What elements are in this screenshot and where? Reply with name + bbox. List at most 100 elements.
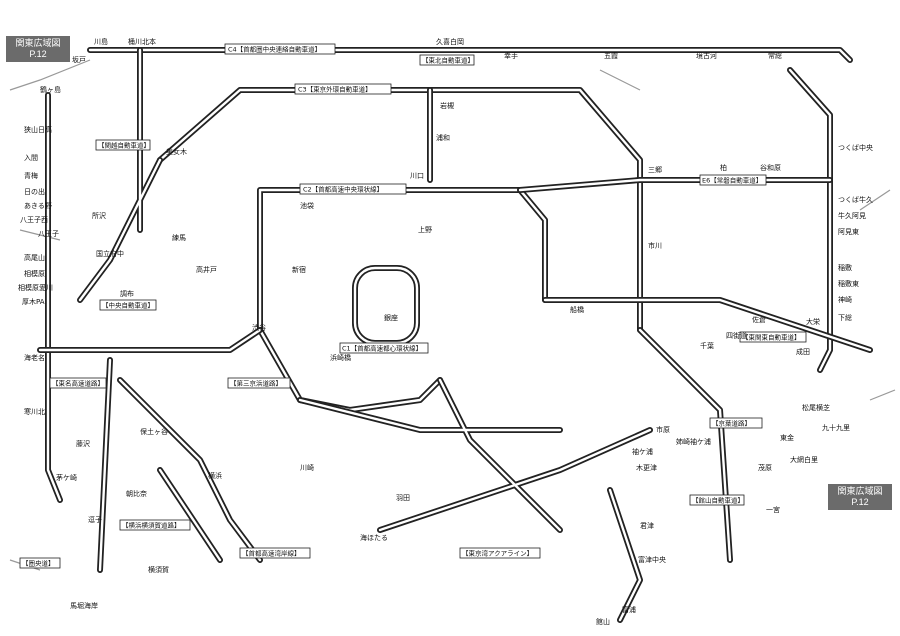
gaikan-ring-route[interactable] [157,87,643,333]
tag-ken-o: C4【首都圏中央連絡自動車道】 [228,45,321,54]
label-kujukuri: 九十九里 [822,423,850,432]
joban-route[interactable] [517,177,833,193]
label-okegawa: 桶川北本 [128,37,156,46]
label-ome: 青梅 [24,171,38,180]
tag-aqua: 【東京湾アクアライン】 [462,549,533,558]
label-funabashi: 船橋 [570,305,584,314]
label-tokorozawa: 所沢 [92,211,106,220]
label-kawaguchi: 川口 [410,172,424,180]
label-ichihara: 市原 [656,425,670,434]
label-hodogaya: 保土ヶ谷 [140,427,168,436]
label-ueno: 上野 [418,225,432,234]
c1-inner-ring-route[interactable] [352,265,420,346]
label-takaido: 高井戸 [196,265,217,274]
label-umihotaru: 海ほたる [360,533,388,542]
label-hachioji: 八王子 [38,230,59,238]
label-yachiyo: 谷和原 [760,163,781,172]
label-takaosan: 高尾山 [24,253,45,262]
label-kozaki: 神崎 [838,295,852,304]
label-nerima: 練馬 [172,233,186,242]
general-roads [9,59,896,571]
label-tsukuba-ushiku: つくば牛久 [838,195,873,204]
label-satte: 幸手 [504,51,518,60]
label-sagamihara: 相模原 [24,269,45,278]
label-fujisawa: 藤沢 [76,439,90,448]
label-kashiwa: 柏 [720,163,727,172]
label-ami-higashi: 阿見東 [838,227,859,236]
label-yokohama: 横浜 [208,471,222,480]
label-iwatsuki: 岩槻 [440,101,454,110]
ken-o-do-route[interactable] [45,47,853,503]
label-kawasaki: 川崎 [300,463,314,472]
label-anesaki: 姉崎袖ケ浦 [676,437,711,446]
label-chiba: 千葉 [700,341,714,350]
label-yokosuka: 横須賀 [148,565,169,574]
label-kisarazu: 木更津 [636,463,657,472]
label-zushi: 逗子 [88,515,102,524]
label-ebina: 海老名 [24,353,45,362]
label-bijogi: 美女木 [166,147,187,156]
label-kunitachi: 国立府中 [96,249,124,258]
tag-wangan: 【首都高速湾岸線】 [242,549,301,558]
label-tomiura: 富浦 [622,605,636,614]
ref-title: 関東広域図 [837,486,883,496]
label-goka: 五霞 [604,52,618,60]
label-ushiku-ami: 牛久阿見 [838,211,866,220]
tag-yokohama-yokosuka: 【横浜横須賀道路】 [122,521,181,530]
label-kurihama: 馬堀海岸 [70,601,98,610]
label-shinjuku: 新宿 [292,265,306,274]
label-hamazaki: 浜崎橋 [330,353,351,362]
tag-gaikan: C3【東京外環自動車道】 [298,85,372,94]
tag-higashi-kanto: 【東関東自動車道】 [742,333,801,342]
label-sagamihara-aikawa: 相模原愛川 [18,283,53,292]
label-hinode: 日の出 [24,187,45,196]
label-urawa: 浦和 [436,133,450,142]
tag-kanjo: C1【首都高速都心環状線】 [342,344,422,353]
tag-ken-o-south: 【圏央道】 [22,559,55,568]
label-kawajima: 川島 [94,37,108,46]
label-futtsu: 富津中央 [638,555,666,564]
ref-page: P.12 [29,49,47,59]
label-narita: 成田 [796,347,810,356]
chuo-kanjo-route[interactable] [257,187,548,413]
label-chofu: 調布 [120,289,134,298]
label-atsugi-pa: 厚木PA [22,297,45,306]
tag-daisan-keihin: 【第三京浜道路】 [230,379,282,388]
tag-tateyama: 【館山自動車道】 [692,496,744,505]
label-ichinomiya: 一宮 [766,505,780,514]
label-akiruno: あきる野 [24,202,52,210]
label-chigasaki: 茅ケ崎 [56,473,77,482]
label-shimofusa: 下総 [838,313,852,322]
tag-chuo: 【中央自動車道】 [102,301,154,310]
label-taiei: 大栄 [806,317,820,326]
tag-tohoku: 【東北自動車道】 [422,56,474,65]
ref-box-southeast[interactable]: 関東広域図 P.12 [828,484,892,510]
ref-page: P.12 [851,497,869,507]
label-sayama-hidaka: 狭山日高 [24,125,52,134]
tag-keiyo: 【京葉道路】 [712,419,751,428]
label-tateyama: 館山 [596,617,610,626]
label-sodegaura: 袖ケ浦 [632,447,653,456]
label-joso: 常総 [768,51,782,60]
label-yotsukaido: 四街道 [726,331,747,340]
place-labels: 川島 坂戸 鶴ヶ島 狭山日高 入間 青梅 日の出 あきる野 八王子西 高尾山 相… [18,37,873,626]
ref-title: 関東広域図 [15,38,61,48]
label-inashiki: 稲敷 [838,263,852,272]
label-inashiki-higashi: 稲敷東 [838,279,859,288]
label-haneda: 羽田 [396,494,410,502]
label-ichikawa: 市川 [648,241,662,250]
label-kamakura: 朝比奈 [126,489,147,498]
label-shibuya: 渋谷 [252,323,266,332]
tag-tomei: 【東名高速道路】 [52,379,104,388]
label-tsurugashima: 鶴ヶ島 [40,85,61,94]
label-sakai-koga: 境古河 [696,51,717,60]
ref-box-northwest[interactable]: 関東広域図 P.12 [6,36,70,62]
label-misato: 三郷 [648,165,662,174]
label-ikebukuro: 池袋 [300,201,314,210]
label-iruma: 入間 [24,154,38,162]
label-ginza: 銀座 [384,313,398,322]
label-togane: 東金 [780,433,794,442]
label-hachioji-nishi: 八王子西 [20,216,48,224]
